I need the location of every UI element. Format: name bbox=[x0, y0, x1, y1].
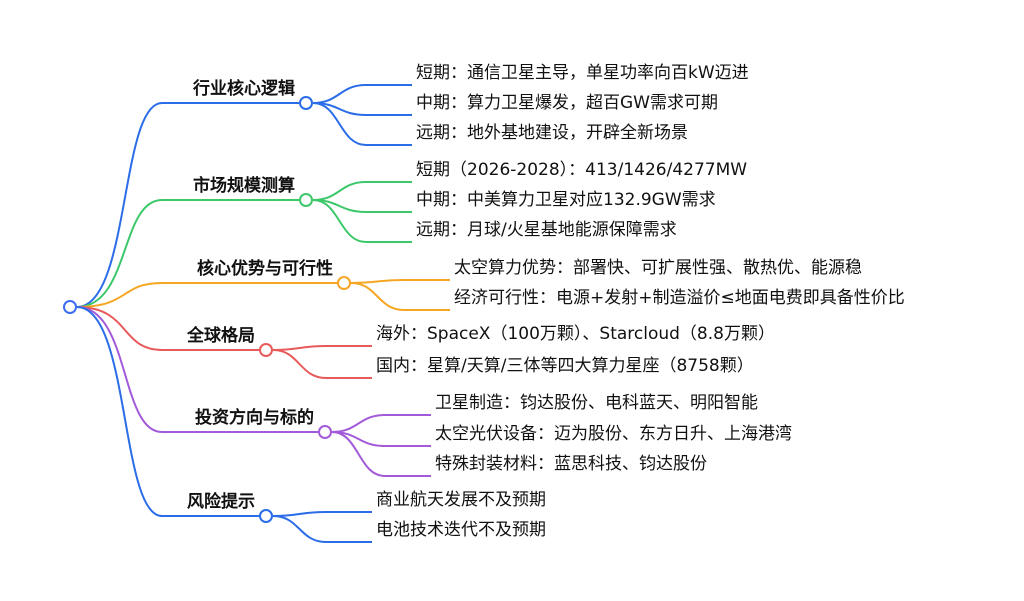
branch-label[interactable]: 风险提示 bbox=[187, 492, 255, 512]
branch-connector-1 bbox=[76, 199, 299, 308]
leaf-label[interactable]: 国内：星算/天算/三体等四大算力星座（8758颗） bbox=[376, 356, 754, 376]
leaf-label[interactable]: 卫星制造：钧达股份、电科蓝天、明阳智能 bbox=[435, 393, 758, 413]
branch-node-circle[interactable] bbox=[259, 343, 273, 357]
leaf-connector-5-1 bbox=[272, 515, 372, 543]
branch-connector-0 bbox=[76, 102, 299, 308]
leaf-label[interactable]: 太空算力优势：部署快、可扩展性强、散热优、能源稳 bbox=[454, 258, 862, 278]
branch-label[interactable]: 投资方向与标的 bbox=[195, 408, 314, 428]
leaf-label[interactable]: 商业航天发展不及预期 bbox=[376, 490, 546, 510]
branch-label[interactable]: 市场规模测算 bbox=[193, 176, 295, 196]
leaf-connector-5-0 bbox=[272, 511, 372, 517]
leaf-connector-3-0 bbox=[272, 345, 372, 351]
leaf-label[interactable]: 中期：算力卫星爆发，超百GW需求可期 bbox=[416, 93, 718, 113]
leaf-connector-2-1 bbox=[350, 282, 450, 311]
leaf-label[interactable]: 远期：月球/火星基地能源保障需求 bbox=[416, 220, 677, 240]
branch-connector-5 bbox=[76, 306, 259, 517]
leaf-label[interactable]: 经济可行性：电源+发射+制造溢价≤地面电费即具备性价比 bbox=[454, 288, 905, 308]
leaf-connector-0-0 bbox=[312, 84, 412, 104]
leaf-label[interactable]: 海外：SpaceX（100万颗）、Starcloud（8.8万颗） bbox=[376, 324, 775, 344]
leaf-connector-4-2 bbox=[331, 431, 431, 477]
leaf-connector-1-0 bbox=[312, 181, 412, 201]
leaf-connector-3-1 bbox=[272, 349, 372, 379]
leaf-label[interactable]: 电池技术迭代不及预期 bbox=[376, 520, 546, 540]
leaf-label[interactable]: 远期：地外基地建设，开辟全新场景 bbox=[416, 123, 688, 143]
branch-label[interactable]: 核心优势与可行性 bbox=[197, 259, 333, 279]
leaf-label[interactable]: 特殊封装材料：蓝思科技、钧达股份 bbox=[435, 454, 707, 474]
leaf-label[interactable]: 短期（2026-2028）：413/1426/4277MW bbox=[416, 160, 748, 180]
leaf-label[interactable]: 短期：通信卫星主导，单星功率向百kW迈进 bbox=[416, 63, 749, 83]
leaf-connector-1-2 bbox=[312, 199, 412, 243]
branch-connector-2 bbox=[76, 282, 337, 308]
branch-node-circle[interactable] bbox=[259, 509, 273, 523]
leaf-label[interactable]: 太空光伏设备：迈为股份、东方日升、上海港湾 bbox=[435, 424, 792, 444]
leaf-connector-4-0 bbox=[331, 414, 431, 433]
branch-connector-4 bbox=[76, 306, 318, 433]
branch-node-circle[interactable] bbox=[318, 425, 332, 439]
branch-node-circle[interactable] bbox=[299, 96, 313, 110]
leaf-connector-0-2 bbox=[312, 102, 412, 146]
root-node[interactable] bbox=[63, 300, 77, 314]
branch-label[interactable]: 行业核心逻辑 bbox=[193, 79, 295, 99]
branch-label[interactable]: 全球格局 bbox=[187, 326, 255, 346]
branch-node-circle[interactable] bbox=[299, 193, 313, 207]
leaf-label[interactable]: 中期：中美算力卫星对应132.9GW需求 bbox=[416, 190, 716, 210]
leaf-connector-2-0 bbox=[350, 279, 450, 284]
branch-connector-3 bbox=[76, 306, 259, 351]
branch-node-circle[interactable] bbox=[337, 276, 351, 290]
